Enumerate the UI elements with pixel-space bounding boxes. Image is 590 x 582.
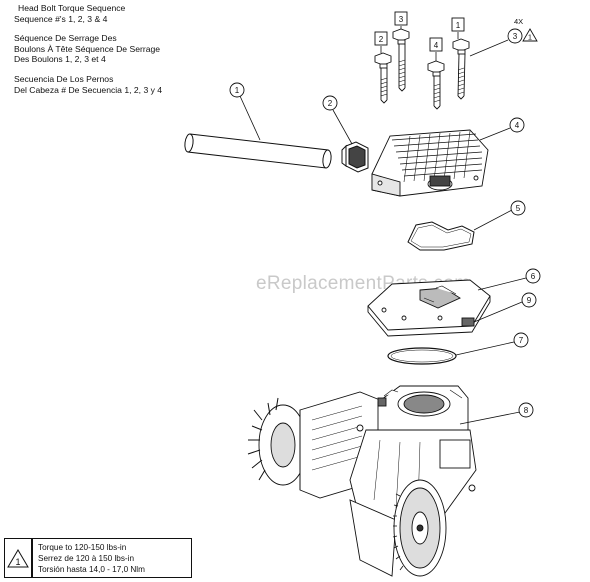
torque-line-en: Torque to 120-150 lbs-in [38, 543, 127, 552]
bolt-sequence-4-label: 4 [434, 41, 439, 50]
head-bolt-2 [374, 52, 392, 104]
bolt-sequence-3-label: 3 [399, 15, 404, 24]
callout-9-label: 9 [527, 296, 532, 305]
caution-triangle-icon: 1 [522, 28, 538, 42]
head-bolt-1 [452, 38, 470, 100]
callout-1-label: 1 [235, 86, 240, 95]
caution-triangle-icon: 1 [7, 549, 29, 568]
part-8-crankcase-assembly [247, 385, 477, 577]
note-en-line1: Head Bolt Torque Sequence [18, 3, 126, 13]
callout-4: 4 [479, 117, 525, 141]
torque-line-fr: Serrez de 120 à 150 lbs-in [38, 554, 135, 563]
bolt-sequence-box-3: 3 [394, 11, 408, 29]
cooling-fan [247, 397, 308, 486]
bolt-sequence-box-2: 2 [374, 31, 388, 53]
part-7-o-ring [387, 347, 457, 365]
note-fr-line3: Des Boulons 1, 2, 3 et 4 [14, 54, 106, 65]
quantity-4x-label: 4X [514, 17, 523, 26]
callout-4-label: 4 [515, 121, 520, 130]
callout-6-label: 6 [531, 272, 536, 281]
bolt-sequence-box-4: 4 [429, 37, 443, 61]
callout-5-label: 5 [516, 204, 521, 213]
note-fr-line1: Séquence De Serrage Des [14, 33, 117, 44]
callout-5: 5 [473, 200, 526, 231]
callout-8-label: 8 [524, 406, 529, 415]
bolt-sequence-2-label: 2 [379, 35, 384, 44]
callout-3-label: 3 [513, 32, 518, 41]
note-en-line2: Sequence #'s 1, 2, 3 & 4 [14, 13, 108, 24]
callout-8: 8 [459, 402, 534, 425]
bolt-sequence-1-label: 1 [456, 21, 461, 30]
caution-triangle-number: 1 [528, 33, 532, 42]
part-5-head-gasket [407, 221, 475, 251]
note-es-line1: Secuencia De Los Pernos [14, 73, 114, 84]
note-fr-line2: Boulons À Tête Séquence De Serrage [14, 43, 161, 54]
torque-line-es: Torsión hasta 14,0 - 17,0 Nlm [38, 565, 145, 574]
callout-7: 7 [455, 332, 529, 356]
torque-caution-number: 1 [15, 557, 20, 567]
torque-caution-cell: 1 [4, 538, 32, 578]
callout-1: 1 [229, 82, 261, 141]
callout-9: 9 [473, 292, 537, 323]
callout-2-label: 2 [328, 99, 333, 108]
head-bolt-4 [427, 60, 445, 110]
part-1-tube [184, 133, 332, 169]
head-bolt-3 [392, 28, 410, 92]
part-2-plug [341, 141, 369, 173]
callout-7-label: 7 [519, 336, 524, 345]
bolt-sequence-box-1: 1 [451, 17, 465, 39]
torque-spec-box: Torque to 120-150 lbs-in Serrez de 120 à… [32, 538, 192, 578]
note-es-line2: Del Cabeza # De Secuencia 1, 2, 3 y 4 [14, 84, 163, 95]
callout-6: 6 [477, 268, 541, 291]
callout-3: 3 [469, 28, 523, 57]
part-4-cylinder-head [371, 129, 489, 197]
callout-2: 2 [322, 95, 353, 145]
part-6-valve-plate [367, 279, 491, 337]
torque-sequence-notes: Head Bolt Torque Sequence Sequence #'s 1… [14, 3, 162, 95]
